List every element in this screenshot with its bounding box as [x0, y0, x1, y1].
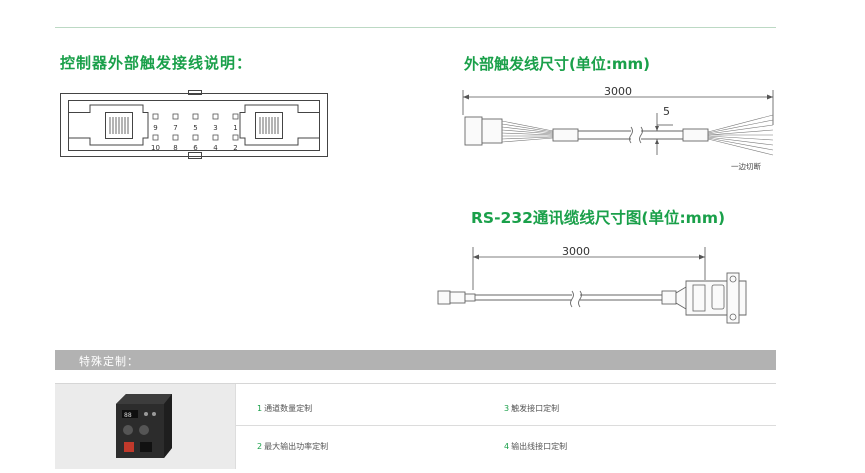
custom-section-title: 特殊定制： — [79, 355, 139, 368]
pin-label: 2 — [233, 144, 237, 152]
svg-text:88: 88 — [124, 412, 132, 419]
custom-section-bar: 特殊定制： — [55, 350, 776, 370]
trigger-dim: 5 — [663, 105, 670, 118]
pin-label: 6 — [193, 144, 198, 152]
trigger-length: 3000 — [604, 85, 632, 98]
trigger-note: 一边切断 — [731, 161, 761, 171]
pin-label: 9 — [153, 124, 157, 132]
pin-label: 10 — [151, 144, 160, 152]
controller-device-image: 88 — [116, 394, 172, 458]
pin-label: 4 — [213, 144, 218, 152]
wiring-heading: 控制器外部触发接线说明： — [60, 54, 253, 72]
pin-label: 3 — [213, 124, 217, 132]
pin-label: 5 — [193, 124, 197, 132]
rs232-cable-drawing: 3000 — [437, 245, 747, 324]
rs232-cable-heading: RS-232通讯缆线尺寸图(单位:mm) — [471, 209, 726, 227]
trigger-cable-drawing: 3000 5 一边切断 — [462, 85, 774, 171]
connector-diagram: 9 7 5 3 1 10 8 6 4 2 — [60, 90, 328, 159]
pin-label: 1 — [233, 124, 237, 132]
trigger-cable-heading: 外部触发线尺寸(单位:mm) — [464, 55, 650, 73]
pin-label: 7 — [173, 124, 177, 132]
controller-photo-cell: 88 — [55, 384, 236, 469]
top-divider — [55, 27, 776, 28]
rs232-length: 3000 — [562, 245, 590, 258]
pin-label: 8 — [173, 144, 177, 152]
row-divider — [236, 425, 776, 426]
